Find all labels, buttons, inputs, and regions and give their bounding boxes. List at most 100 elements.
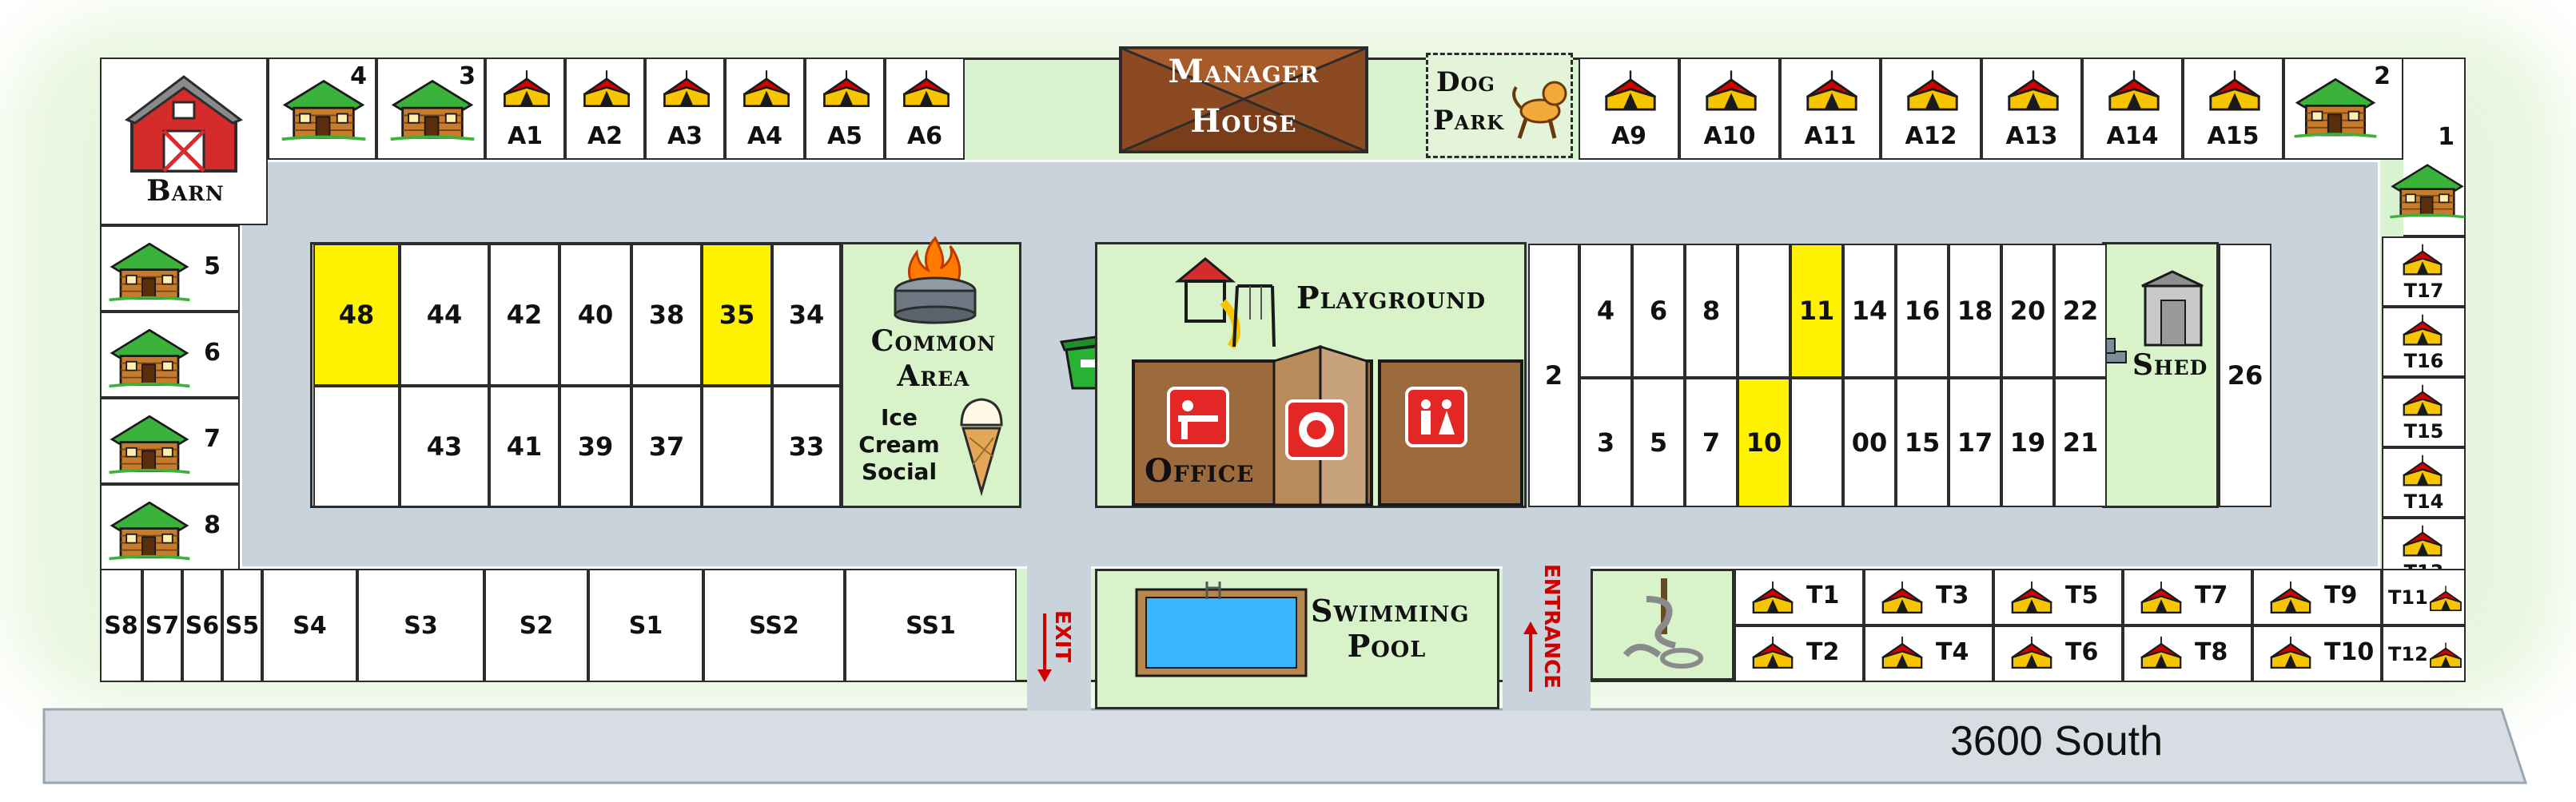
campsite-26[interactable]: 26	[2219, 244, 2271, 507]
tent-site-A4[interactable]: A4	[725, 58, 805, 160]
dog-icon	[1512, 81, 1567, 139]
tent-site-A14[interactable]: A14	[2082, 58, 2183, 160]
campsite-33[interactable]: 33	[772, 386, 841, 507]
ice-cream-line2: Cream	[858, 431, 940, 458]
cabin-site-7[interactable]: 7	[100, 398, 240, 484]
campsite-6[interactable]: 6	[1632, 244, 1685, 378]
campsite-44[interactable]: 44	[400, 244, 489, 386]
tent-site-T2[interactable]: T2	[1734, 625, 1864, 682]
tent-site-T10[interactable]: T10	[2252, 625, 2382, 682]
campsite-8[interactable]: 8	[1685, 244, 1738, 378]
entrance-label: ENTRANCE	[1539, 564, 1563, 689]
tent-site-T1[interactable]: T1	[1734, 569, 1864, 625]
campsite-4[interactable]: 4	[1579, 244, 1632, 378]
cabin-site-label: 5	[204, 252, 221, 280]
campsite-20[interactable]: 20	[2001, 244, 2054, 378]
manager-house[interactable]: Manager House	[1119, 46, 1368, 153]
campsite-label: 00	[1851, 427, 1888, 458]
tent-site-A1[interactable]: A1	[485, 58, 565, 160]
tent-site-T14[interactable]: T14	[2382, 447, 2466, 518]
tent-site-T7[interactable]: T7	[2123, 569, 2252, 625]
cabin-site-4[interactable]: 4	[268, 58, 376, 160]
tent-site-A9[interactable]: A9	[1579, 58, 1679, 160]
cabin-site-6[interactable]: 6	[100, 312, 240, 398]
tent-site-label: T11	[2388, 586, 2428, 609]
campsite-39[interactable]: 39	[559, 386, 631, 507]
entrance-sign: ENTRANCE	[1519, 564, 1567, 708]
storage-site-S7[interactable]: S7	[142, 569, 182, 682]
storage-site-S1[interactable]: S1	[588, 569, 703, 682]
tent-site-T5[interactable]: T5	[1993, 569, 2123, 625]
campsite-label: 4	[1596, 296, 1615, 326]
campsite-3[interactable]: 3	[1579, 378, 1632, 507]
tent-site-A6[interactable]: A6	[885, 58, 965, 160]
tent-site-T11[interactable]: T11	[2382, 569, 2466, 625]
tent-site-T12[interactable]: T12	[2382, 625, 2466, 682]
tent-site-T6[interactable]: T6	[1993, 625, 2123, 682]
campsite-42[interactable]: 42	[489, 244, 559, 386]
campsite-label: 44	[426, 300, 463, 330]
storage-site-S5[interactable]: S5	[222, 569, 262, 682]
tent-icon	[741, 69, 792, 112]
campsite-17[interactable]: 17	[1949, 378, 2001, 507]
dog-park[interactable]: Dog Park	[1426, 53, 1573, 158]
campsite-40[interactable]: 40	[559, 244, 631, 386]
tent-site-T8[interactable]: T8	[2123, 625, 2252, 682]
tent-site-A10[interactable]: A10	[1679, 58, 1780, 160]
campsite-21[interactable]: 21	[2054, 378, 2107, 507]
campsite-38[interactable]: 38	[631, 244, 702, 386]
campsite-14[interactable]: 14	[1843, 244, 1896, 378]
common-area[interactable]: Common Area Ice Cream Social	[841, 236, 1021, 508]
tent-site-A15[interactable]: A15	[2183, 58, 2283, 160]
campsite-label: 20	[2009, 296, 2046, 326]
tent-site-T15[interactable]: T15	[2382, 377, 2466, 447]
cabin-site-2[interactable]: 2	[2283, 58, 2403, 160]
tent-site-T16[interactable]: T16	[2382, 307, 2466, 377]
storage-site-S8[interactable]: S8	[100, 569, 142, 682]
campsite-41[interactable]: 41	[489, 386, 559, 507]
campsite-label: 35	[719, 300, 755, 330]
storage-site-SS2[interactable]: SS2	[703, 569, 845, 682]
campsite-blank-bottom-r4[interactable]	[1790, 378, 1843, 507]
tent-site-A5[interactable]: A5	[805, 58, 885, 160]
tent-site-T17[interactable]: T17	[2382, 236, 2466, 307]
cabin-site-8[interactable]: 8	[100, 484, 240, 570]
tent-site-A2[interactable]: A2	[565, 58, 645, 160]
storage-site-S2[interactable]: S2	[484, 569, 588, 682]
campsite-16[interactable]: 16	[1896, 244, 1949, 378]
campsite-19[interactable]: 19	[2001, 378, 2054, 507]
campsite-18[interactable]: 18	[1949, 244, 2001, 378]
campsite-37[interactable]: 37	[631, 386, 702, 507]
campsite-blank-bottom-0[interactable]	[313, 386, 400, 507]
tent-site-A11[interactable]: A11	[1780, 58, 1881, 160]
storage-site-S4[interactable]: S4	[262, 569, 357, 682]
campsite-label: 22	[2062, 296, 2099, 326]
campsite-11[interactable]: 11	[1790, 244, 1843, 378]
cabin-site-3[interactable]: 3	[376, 58, 485, 160]
tent-site-A3[interactable]: A3	[645, 58, 725, 160]
tent-site-T4[interactable]: T4	[1864, 625, 1993, 682]
barn-lot[interactable]: Barn	[100, 58, 268, 225]
campsite-blank-bottom-5[interactable]	[702, 386, 772, 507]
campsite-34[interactable]: 34	[772, 244, 841, 386]
campsite-15[interactable]: 15	[1896, 378, 1949, 507]
cabin-site-1[interactable]: 1	[2390, 58, 2466, 236]
campsite-7[interactable]: 7	[1685, 378, 1738, 507]
storage-site-S3[interactable]: S3	[357, 569, 484, 682]
tent-site-A13[interactable]: A13	[1981, 58, 2082, 160]
cabin-site-5[interactable]: 5	[100, 225, 240, 312]
campsite-blank-top-r3[interactable]	[1738, 244, 1790, 378]
tent-site-A12[interactable]: A12	[1881, 58, 1981, 160]
campsite-10[interactable]: 10	[1738, 378, 1790, 507]
tent-site-T9[interactable]: T9	[2252, 569, 2382, 625]
storage-site-S6[interactable]: S6	[182, 569, 222, 682]
campsite-48[interactable]: 48	[313, 244, 400, 386]
campsite-35[interactable]: 35	[702, 244, 772, 386]
storage-site-SS1[interactable]: SS1	[845, 569, 1017, 682]
campsite-5[interactable]: 5	[1632, 378, 1685, 507]
campsite-43[interactable]: 43	[400, 386, 489, 507]
tent-site-T3[interactable]: T3	[1864, 569, 1993, 625]
campsite-2[interactable]: 2	[1528, 244, 1579, 507]
campsite-00[interactable]: 00	[1843, 378, 1896, 507]
campsite-22[interactable]: 22	[2054, 244, 2107, 378]
